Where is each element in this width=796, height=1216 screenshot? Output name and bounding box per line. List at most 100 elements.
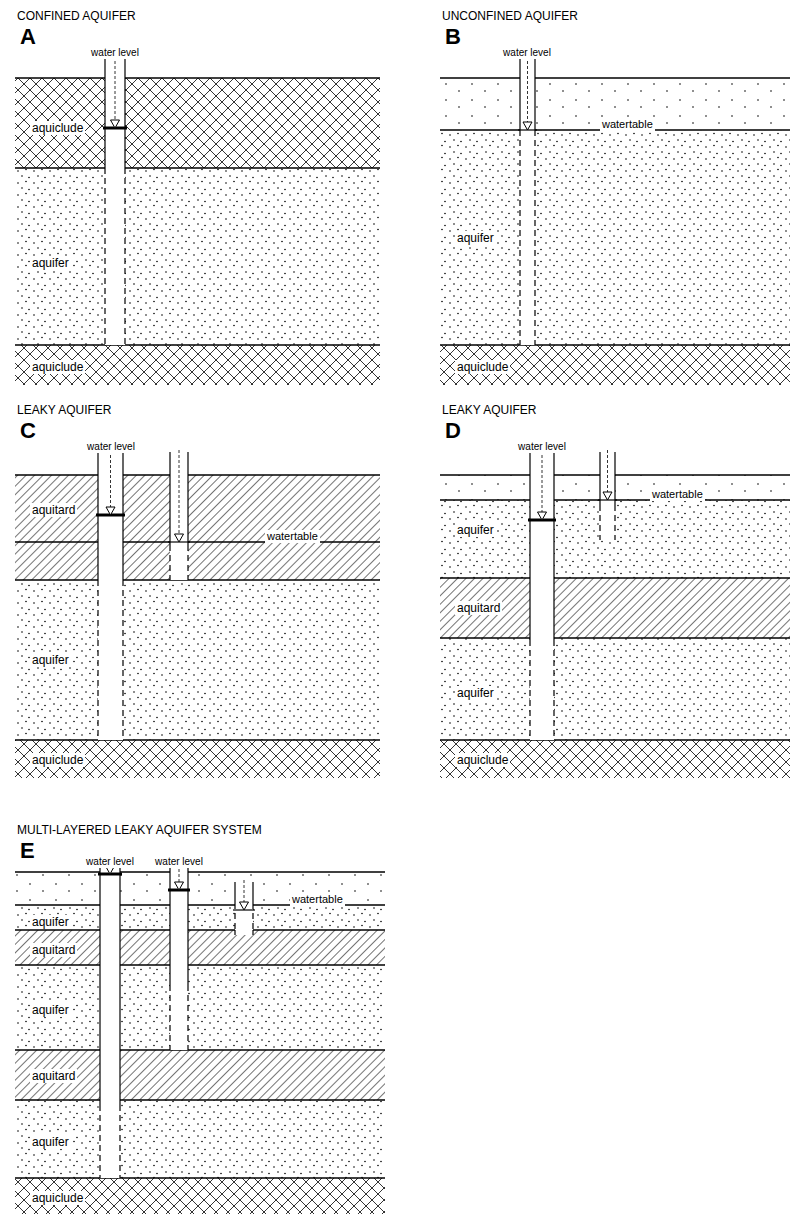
layer-dots: aquifer	[15, 965, 385, 1050]
layer-label: aquifer	[455, 523, 496, 537]
well-screen	[187, 985, 188, 1045]
well-screen	[553, 640, 554, 740]
layer-label: aquiclude	[30, 121, 85, 135]
layer-bands	[15, 78, 790, 1214]
water-level-triangle	[175, 882, 184, 890]
well-screen	[97, 580, 98, 740]
well-bore	[100, 866, 120, 1178]
layer-fill	[15, 78, 380, 168]
layer-fill	[15, 740, 380, 778]
label-anchor: watertable	[650, 484, 705, 502]
layer-label: aquifer	[30, 1003, 71, 1017]
label-anchor: D	[443, 418, 463, 443]
well	[103, 56, 127, 345]
panel-letter: E	[18, 838, 37, 863]
watertable-line	[440, 499, 790, 500]
layer-boundary	[15, 739, 380, 741]
layer-boundary	[440, 637, 790, 639]
water-level-indicator	[244, 880, 245, 903]
layer-hatch: aquitard	[15, 930, 385, 965]
layer-fill	[15, 930, 385, 965]
layer-boundary	[15, 1049, 385, 1051]
layer-boundary	[15, 871, 385, 873]
layer-label: aquiclude	[455, 360, 510, 374]
label-anchor: A	[18, 24, 38, 49]
panel-letter: C	[18, 418, 38, 443]
layer-boundary	[440, 739, 790, 741]
well-casing	[519, 58, 520, 130]
well-casing	[169, 452, 170, 545]
well-screen	[169, 985, 170, 1045]
unsaturated-zone	[15, 872, 385, 905]
label-anchor: water level	[85, 436, 137, 454]
well-casing	[252, 930, 253, 935]
layer-label: aquitard	[30, 943, 77, 957]
layer-boundary	[15, 77, 380, 79]
well	[598, 450, 617, 540]
water-level-indicator	[527, 56, 528, 123]
label-anchor: watertable	[290, 889, 345, 907]
layer-fill	[440, 78, 790, 345]
layer-cross: aquiclude	[15, 1178, 385, 1214]
unsaturated-zone-texture	[15, 872, 385, 905]
layer-boundary	[15, 344, 380, 346]
well-casing	[187, 866, 188, 985]
label-anchor: LEAKY AQUIFER	[15, 400, 113, 418]
panel-letter: A	[18, 24, 38, 49]
label-anchor: CONFINED AQUIFER	[15, 6, 138, 24]
water-level-triangle	[106, 507, 115, 515]
panel-title: CONFINED AQUIFER	[15, 10, 138, 24]
water-level-triangle	[111, 120, 120, 128]
layer-fill	[440, 740, 790, 778]
watertable-label: watertable	[290, 893, 345, 906]
well-screen	[234, 903, 235, 930]
layer-fill	[15, 345, 380, 385]
label-anchor: B	[443, 24, 463, 49]
label-anchor: UNCONFINED AQUIFER	[440, 6, 580, 24]
water-level-label: water level	[85, 441, 137, 453]
water-level-indicator	[179, 450, 180, 535]
layer-fill	[15, 1100, 385, 1178]
well-casing	[234, 882, 235, 903]
water-level-indicator	[110, 450, 111, 508]
water-level-label: water level	[516, 441, 568, 453]
well	[98, 864, 122, 1178]
unsaturated-zone	[440, 78, 790, 130]
well-screen	[529, 640, 530, 740]
layer-label: aquiclude	[455, 753, 510, 767]
panel-title: LEAKY AQUIFER	[15, 404, 113, 418]
panel-letter: D	[443, 418, 463, 443]
label-anchor: water level	[89, 42, 141, 60]
water-level-label: water level	[84, 856, 136, 868]
layer-label: aquitard	[30, 1069, 77, 1083]
well-screen	[614, 505, 615, 540]
layer-fill	[15, 1178, 385, 1214]
water-level-indicator	[115, 56, 116, 121]
layer-label: aquifer	[30, 1135, 71, 1149]
watertable-line	[15, 541, 380, 542]
well-screen	[519, 130, 520, 345]
well-casing	[599, 452, 600, 505]
well-casing	[614, 452, 615, 505]
water-level-triangle	[538, 512, 547, 520]
layer-label: aquiclude	[30, 753, 85, 767]
layer-cross: aquiclude	[15, 78, 380, 168]
water-level-indicator	[607, 450, 608, 493]
unsaturated-zone-texture	[440, 78, 790, 130]
label-anchor: watertable	[600, 114, 655, 132]
layer-boundary	[15, 474, 380, 476]
layer-fill	[15, 475, 380, 580]
panel-title: UNCONFINED AQUIFER	[440, 10, 580, 24]
well-screen	[599, 505, 600, 540]
well-screen	[187, 545, 188, 580]
layer-dots: aquifer	[440, 638, 790, 740]
label-anchor: C	[18, 418, 38, 443]
layer-label: aquifer	[455, 231, 496, 245]
layer-dots: aquifer	[15, 168, 380, 345]
layer-fill	[15, 580, 380, 740]
panel-title: LEAKY AQUIFER	[440, 404, 538, 418]
well-casing	[553, 452, 554, 640]
well-screen	[124, 168, 125, 345]
layer-boundary	[15, 579, 380, 581]
